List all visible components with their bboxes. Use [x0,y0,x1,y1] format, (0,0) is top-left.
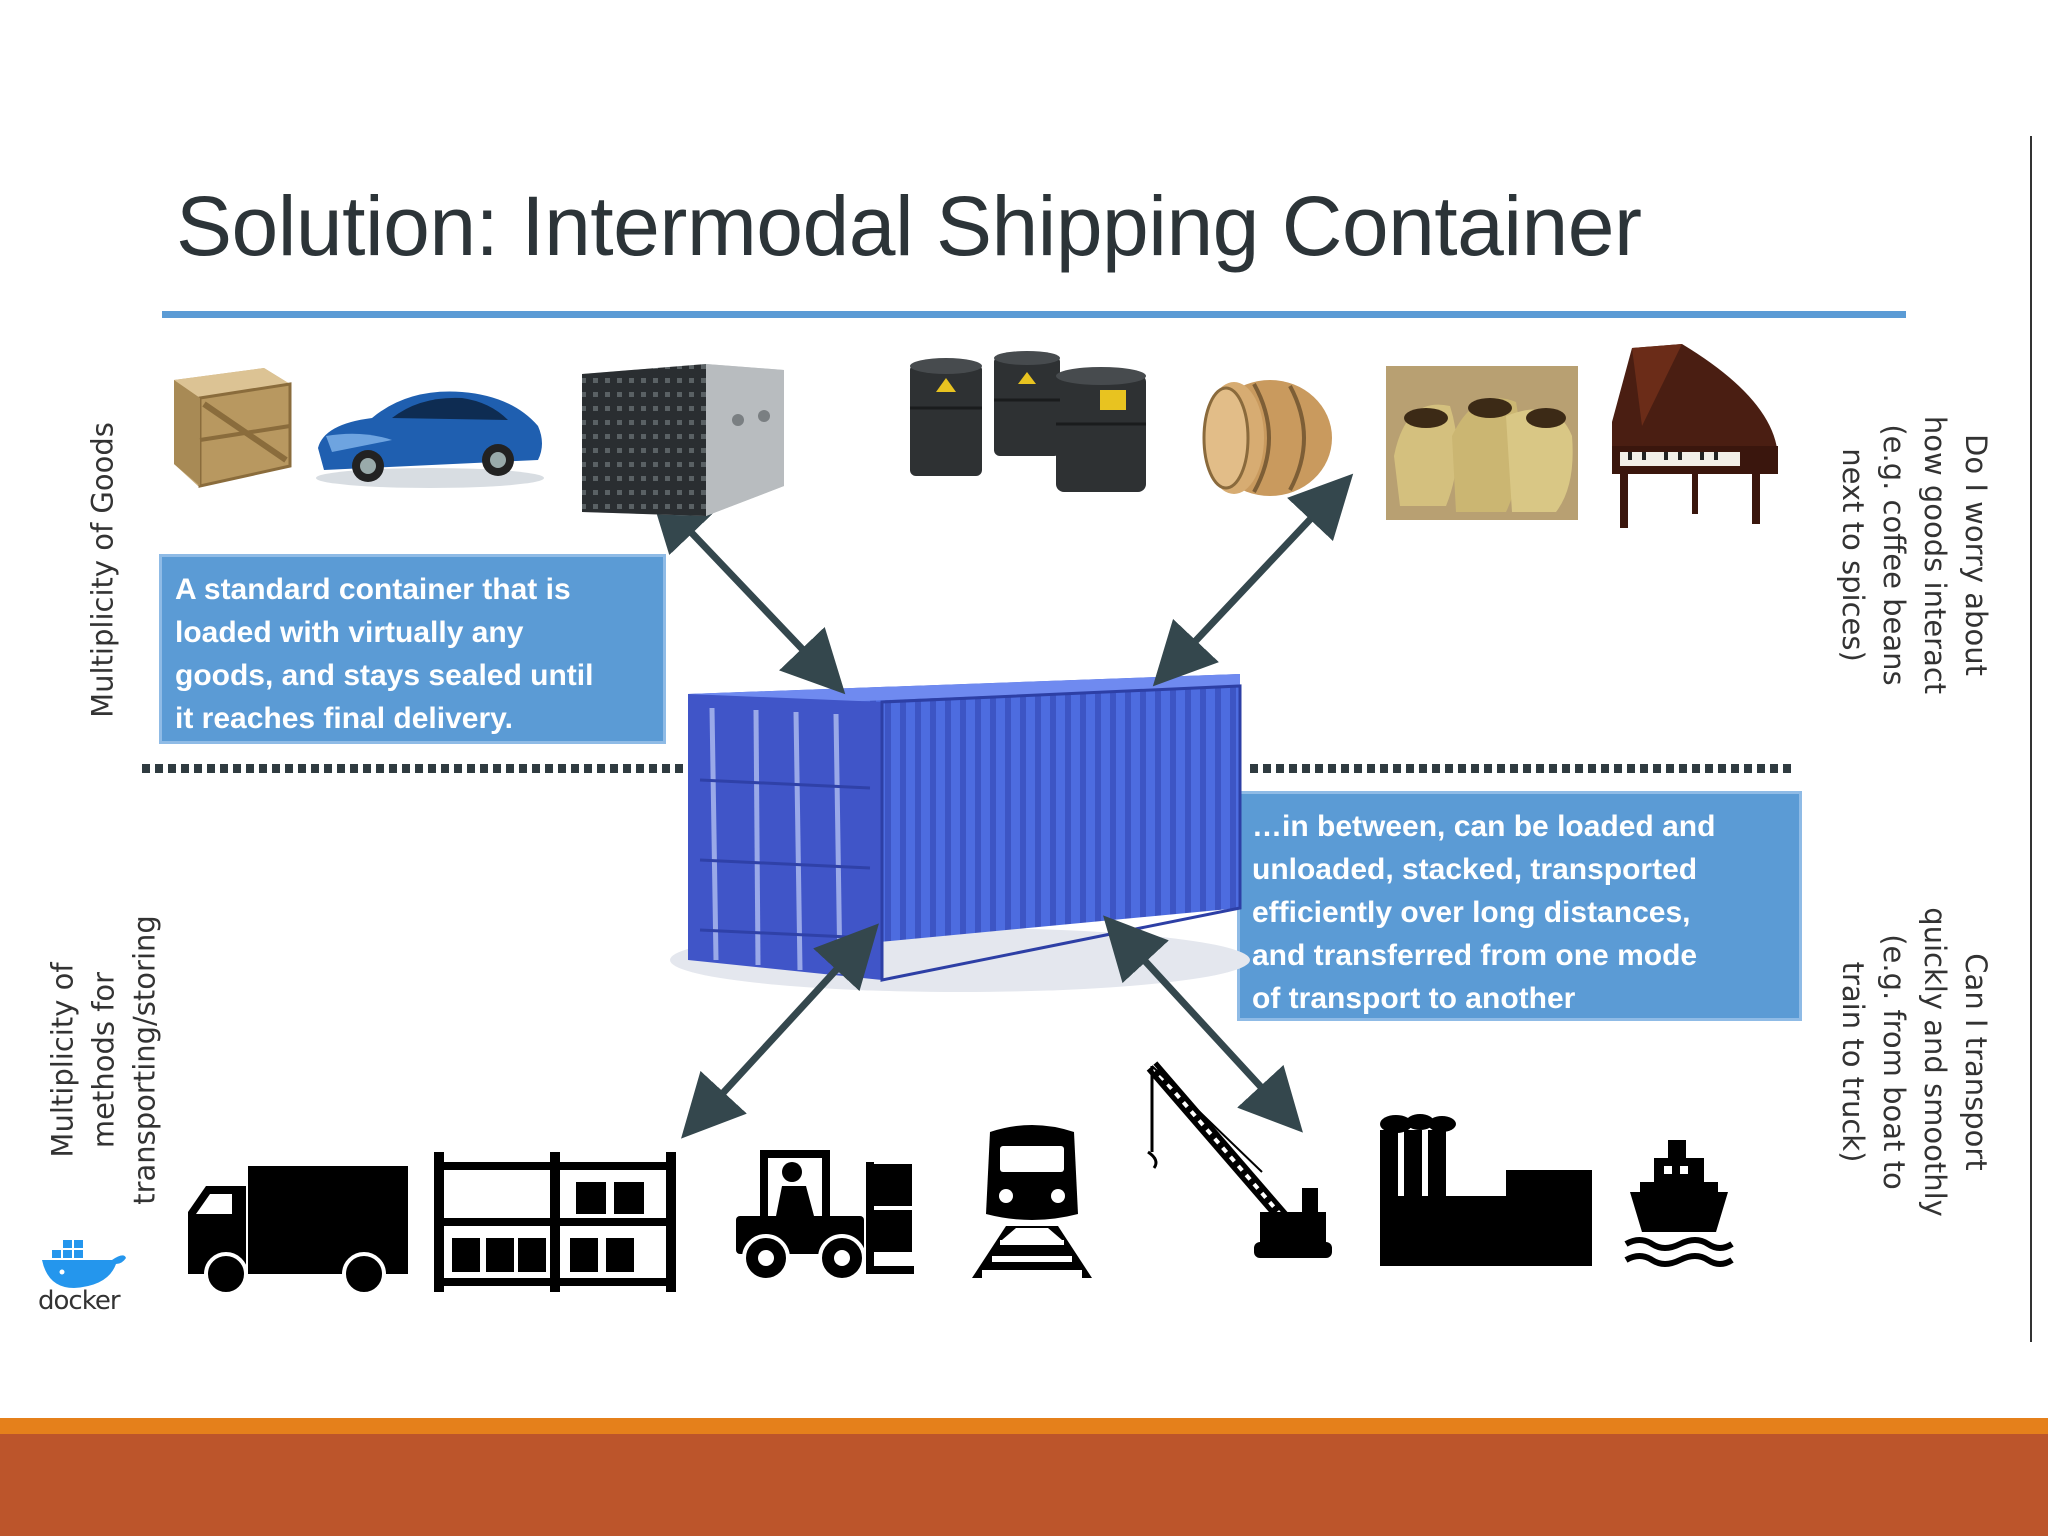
dotted-divider-left [142,764,696,773]
right-edge-divider [2030,136,2032,1342]
sports-car-icon [316,391,544,488]
arrow-container-to-warehouse [681,923,879,1139]
forklift-icon [736,1150,914,1282]
footer-band [0,1434,2048,1536]
dotted-divider-right [1250,764,1796,773]
docker-logo-text: docker [38,1286,121,1316]
standard-container-callout: A standard container that is loaded with… [159,554,666,744]
wooden-barrel-icon [1202,380,1332,496]
oil-barrels-icon [910,351,1146,492]
title-divider [162,311,1906,318]
page-title: Solution: Intermodal Shipping Container [176,179,1642,273]
in-between-callout: …in between, can be loaded and unloaded,… [1237,791,1802,1021]
crate-icon [174,368,292,488]
server-rack-icon [582,364,784,516]
train-icon [972,1125,1092,1278]
footer-accent-stripe [0,1418,2048,1434]
coffee-sacks-icon [1386,366,1578,520]
ship-icon [1624,1140,1734,1267]
warehouse-shelves-icon [434,1152,676,1292]
crane-icon [1146,1061,1332,1258]
docker-whale-icon [42,1240,126,1288]
arrow-barrel-to-container [1152,473,1354,687]
factory-icon [1380,1114,1592,1266]
grand-piano-icon [1612,344,1778,528]
arrow-container-to-crane [1103,915,1303,1133]
truck-icon [188,1166,408,1296]
arrow-server-to-container [648,487,846,695]
